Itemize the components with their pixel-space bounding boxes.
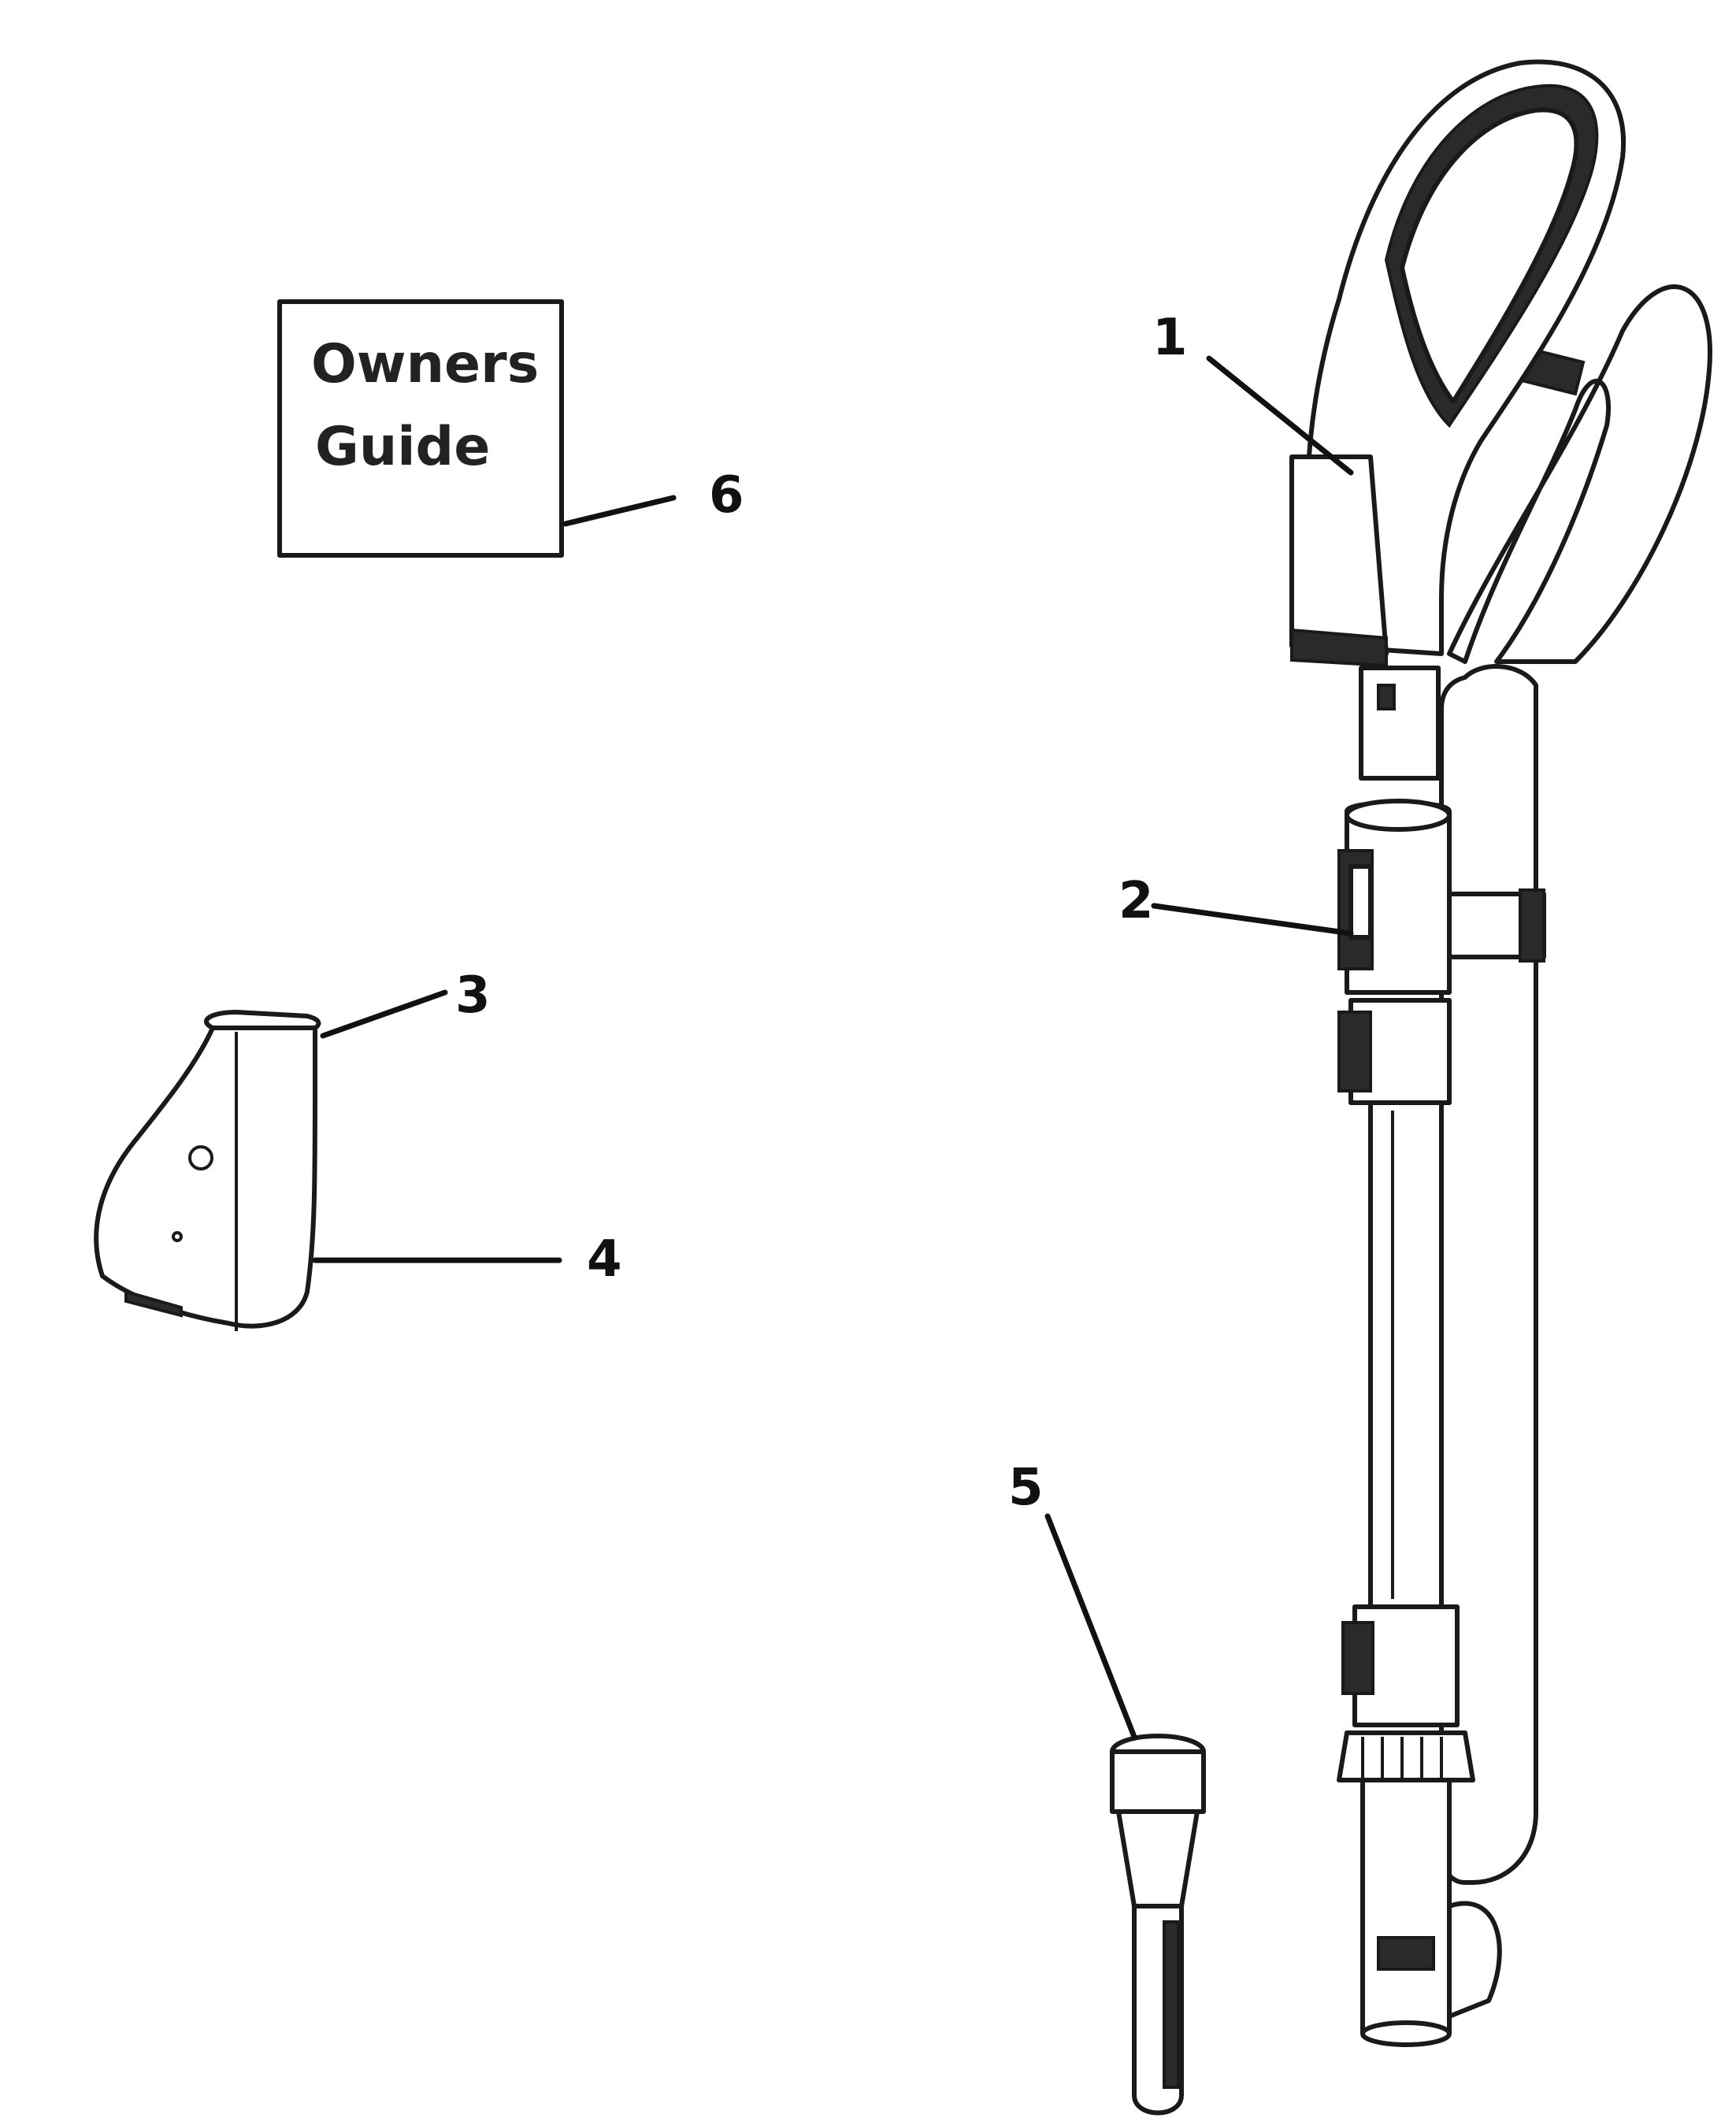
dusting-brush xyxy=(94,1010,321,1331)
callout-1-leader xyxy=(1206,355,1354,476)
crevice-tool xyxy=(1110,1734,1206,2116)
callout-3-leader xyxy=(320,989,448,1039)
callout-5: 5 xyxy=(1008,1459,1044,1517)
callout-3: 3 xyxy=(455,966,491,1025)
callout-2-leader xyxy=(1151,903,1354,937)
callout-4: 4 xyxy=(587,1230,622,1289)
owners-guide-line1: Owners xyxy=(311,333,539,395)
extension-wand xyxy=(1337,799,1502,2047)
callout-1: 1 xyxy=(1152,309,1188,367)
callout-5-leader xyxy=(1044,1513,1137,1740)
callout-2: 2 xyxy=(1118,872,1154,930)
hose xyxy=(1408,664,1546,1885)
owners-guide-booklet: Owners Guide xyxy=(277,299,564,558)
handle-assembly xyxy=(1289,59,1712,781)
callout-6-leader xyxy=(562,495,677,527)
callout-6: 6 xyxy=(709,466,744,525)
owners-guide-line2: Guide xyxy=(315,416,490,478)
